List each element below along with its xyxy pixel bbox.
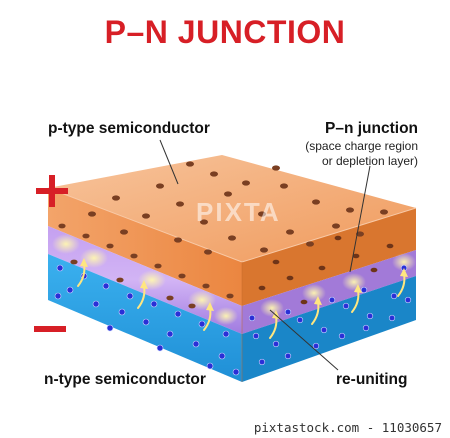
recombination-glows <box>52 234 416 325</box>
junction-sublabel-1: (space charge region <box>305 139 418 153</box>
holes-top <box>88 161 388 255</box>
junction-sublabel-2: or depletion layer) <box>321 154 418 168</box>
n-layer-front <box>48 254 242 382</box>
minus-sign-icon <box>34 326 66 332</box>
page-title: P–N JUNCTION <box>104 14 346 50</box>
electrons-side <box>248 264 412 366</box>
footer-bar <box>0 417 450 438</box>
junction-label: P–n junction <box>325 120 418 137</box>
footer-credit: pixtastock.com - 11030657 <box>253 420 442 435</box>
reuniting-leader <box>269 309 339 371</box>
holes-side <box>258 235 394 305</box>
p-type-label: p-type semiconductor <box>48 120 210 137</box>
p-layer-top <box>48 155 416 262</box>
junction-leader <box>349 165 371 273</box>
watermark: PIXTA <box>196 197 281 227</box>
p-layer-side <box>242 208 416 306</box>
n-type-label: n-type semiconductor <box>44 371 206 388</box>
electrons-front <box>54 264 240 376</box>
p-type-leader <box>159 139 179 185</box>
holes-front <box>58 223 234 309</box>
reuniting-label: re-uniting <box>336 371 408 388</box>
p-layer-front <box>48 188 242 306</box>
plus-sign-icon <box>36 175 68 207</box>
